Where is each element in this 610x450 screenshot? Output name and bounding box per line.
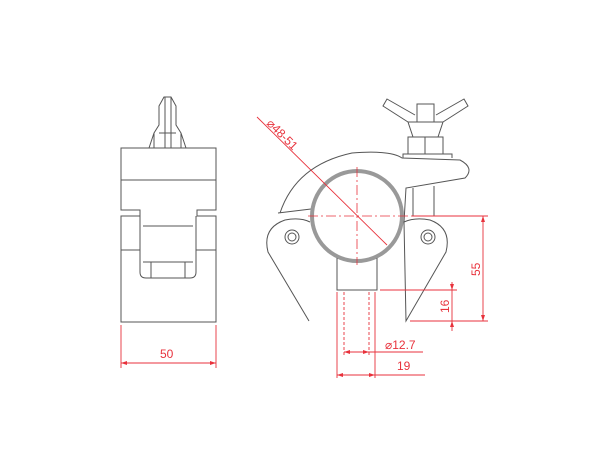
thread-length-label: 16 bbox=[438, 299, 452, 313]
height-dimension-label: 55 bbox=[469, 262, 483, 276]
side-view: 50 bbox=[120, 96, 217, 368]
boss-width-label: 19 bbox=[397, 359, 411, 373]
tube-diameter-label: ⌀48-51 bbox=[264, 116, 301, 153]
bolt-diameter-label: ⌀12.7 bbox=[385, 338, 416, 352]
width-dimension-label: 50 bbox=[160, 347, 174, 361]
front-view: ⌀48-51 55 16 ⌀12.7 19 bbox=[256, 98, 488, 378]
